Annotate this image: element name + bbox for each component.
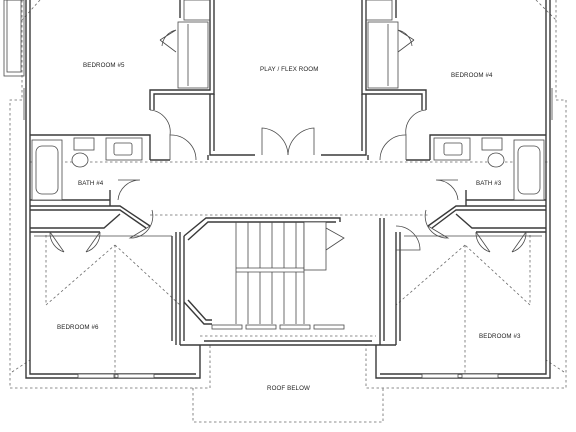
label-bedroom-5: BEDROOM #5 — [83, 62, 125, 69]
label-roof-below: ROOF BELOW — [267, 385, 310, 392]
label-play-flex-room: PLAY / FLEX ROOM — [260, 66, 318, 73]
label-bedroom-4: BEDROOM #4 — [451, 72, 493, 79]
label-bedroom-6: BEDROOM #6 — [57, 324, 99, 331]
label-bath-4: BATH #4 — [78, 180, 104, 187]
interior-walls — [30, 0, 546, 346]
label-bath-3: BATH #3 — [476, 180, 502, 187]
doors — [49, 29, 527, 253]
room-labels: BEDROOM #5 PLAY / FLEX ROOM BEDROOM #4 B… — [57, 62, 521, 392]
roof-outline — [9, 0, 567, 423]
bath-fixtures — [31, 137, 545, 201]
exterior-walls — [3, 0, 553, 379]
label-bedroom-3: BEDROOM #3 — [479, 333, 521, 340]
stairs — [183, 217, 345, 325]
closets — [34, 21, 542, 237]
